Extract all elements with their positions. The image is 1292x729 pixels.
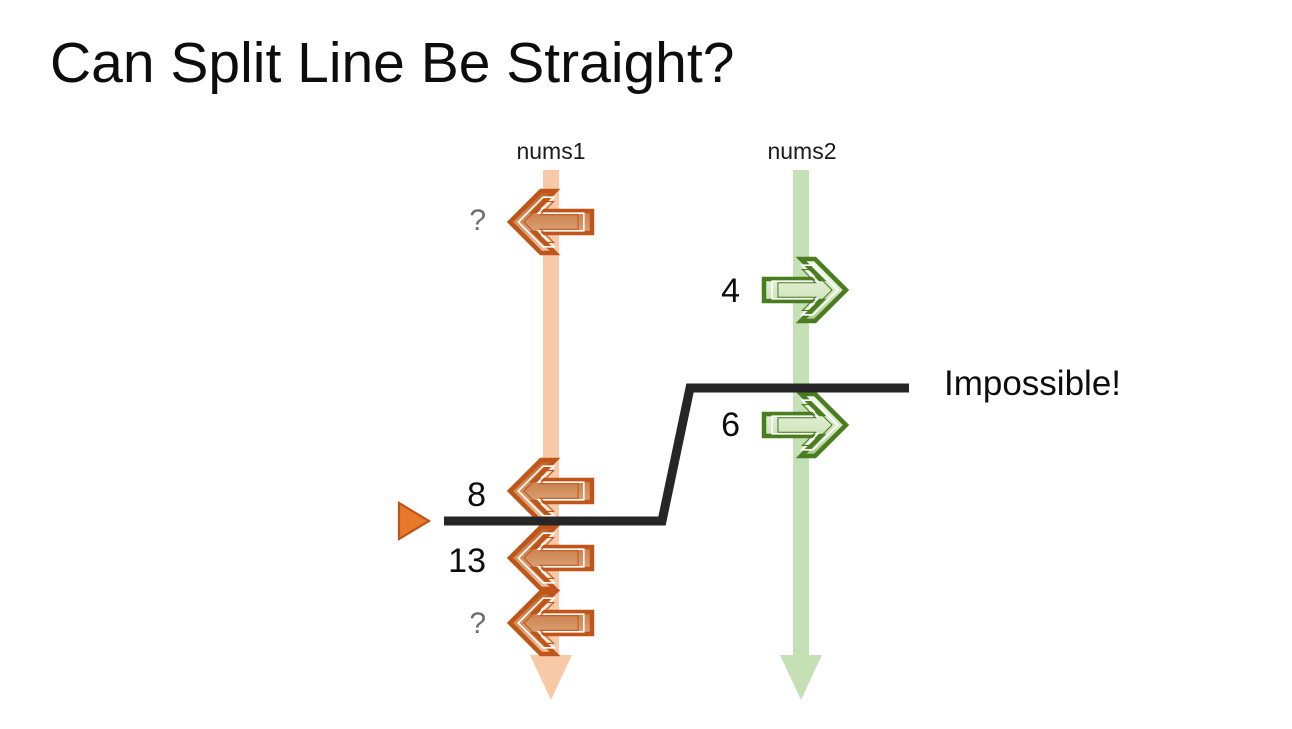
annotation-impossible: Impossible! xyxy=(944,364,1122,403)
arrow-label-left-4: ? xyxy=(469,607,486,640)
pointer-arrow-right-2 xyxy=(764,394,846,456)
cursor-triangle-icon xyxy=(397,501,432,541)
pointer-arrow-left-3 xyxy=(510,527,592,589)
split-line xyxy=(444,383,909,526)
pointer-arrow-left-2 xyxy=(510,460,592,522)
arrow-label-left-2: 8 xyxy=(467,476,486,514)
track-arrow-nums1 xyxy=(530,170,572,700)
pointer-arrow-left-1 xyxy=(510,191,592,253)
arrow-label-left-3: 13 xyxy=(448,542,486,580)
arrow-label-right-1: 4 xyxy=(721,272,740,310)
column-label-nums2: nums2 xyxy=(767,138,837,164)
pointer-arrow-right-1 xyxy=(764,259,846,321)
arrow-label-right-2: 6 xyxy=(721,406,740,444)
page-title: Can Split Line Be Straight? xyxy=(50,31,735,95)
column-label-nums1: nums1 xyxy=(516,138,586,164)
pointer-arrow-left-4 xyxy=(510,592,592,654)
arrow-label-left-1: ? xyxy=(469,204,486,237)
